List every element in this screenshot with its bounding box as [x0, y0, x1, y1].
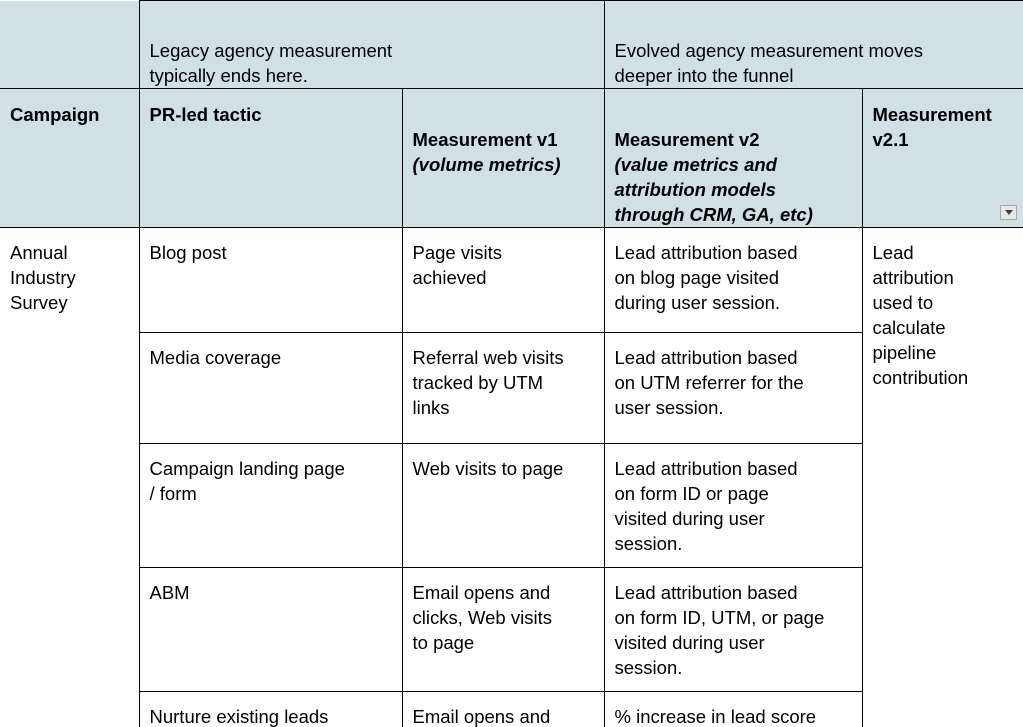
- cell-v2-blog-post: Lead attribution based on blog page visi…: [603, 227, 863, 333]
- cell-tactic-blog-post: Blog post: [138, 227, 403, 333]
- table-dropdown-button[interactable]: [1000, 205, 1017, 220]
- header-v1-title: Measurement v1: [412, 129, 558, 150]
- cell-tactic-nurture: Nurture existing leads: [138, 691, 403, 727]
- cell-v2-landing-page: Lead attribution based on form ID or pag…: [603, 443, 863, 568]
- cell-campaign-name: Annual Industry Survey: [0, 227, 140, 727]
- cell-tactic-media-coverage: Media coverage: [138, 332, 403, 444]
- banner-evolved-text: Evolved agency measurement moves deeper …: [614, 40, 923, 86]
- banner-legacy-cell: Legacy agency measurement typically ends…: [138, 0, 605, 89]
- cell-tactic-abm: ABM: [138, 567, 403, 692]
- header-pr-led-tactic: PR-led tactic: [138, 88, 403, 228]
- cell-v21-merged: Lead attribution used to calculate pipel…: [861, 227, 1023, 727]
- header-v2-subtitle: (value metrics and attribution models th…: [614, 154, 813, 225]
- cell-v2-nurture: % increase in lead score (e.g. Hubspot s…: [603, 691, 863, 727]
- header-v1-subtitle: (volume metrics): [412, 154, 561, 175]
- header-campaign: Campaign: [0, 88, 140, 228]
- banner-legacy-text: Legacy agency measurement typically ends…: [149, 40, 393, 86]
- header-measurement-v2: Measurement v2 (value metrics and attrib…: [603, 88, 863, 228]
- cell-v1-abm: Email opens and clicks, Web visits to pa…: [401, 567, 605, 692]
- header-v2-title: Measurement v2: [614, 129, 760, 150]
- dropdown-arrow-icon: [1004, 210, 1013, 215]
- cell-v1-landing-page: Web visits to page: [401, 443, 605, 568]
- cell-v1-blog-post: Page visits achieved: [401, 227, 605, 333]
- header-measurement-v21: Measurement v2.1: [861, 88, 1023, 228]
- cell-v1-media-coverage: Referral web visits tracked by UTM links: [401, 332, 605, 444]
- header-measurement-v1: Measurement v1 (volume metrics): [401, 88, 605, 228]
- cell-v1-nurture: Email opens and clicks: [401, 691, 605, 727]
- cell-v2-media-coverage: Lead attribution based on UTM referrer f…: [603, 332, 863, 444]
- banner-empty-cell: [0, 0, 140, 89]
- cell-v2-abm: Lead attribution based on form ID, UTM, …: [603, 567, 863, 692]
- banner-evolved-cell: Evolved agency measurement moves deeper …: [603, 0, 1023, 89]
- cell-tactic-landing-page: Campaign landing page / form: [138, 443, 403, 568]
